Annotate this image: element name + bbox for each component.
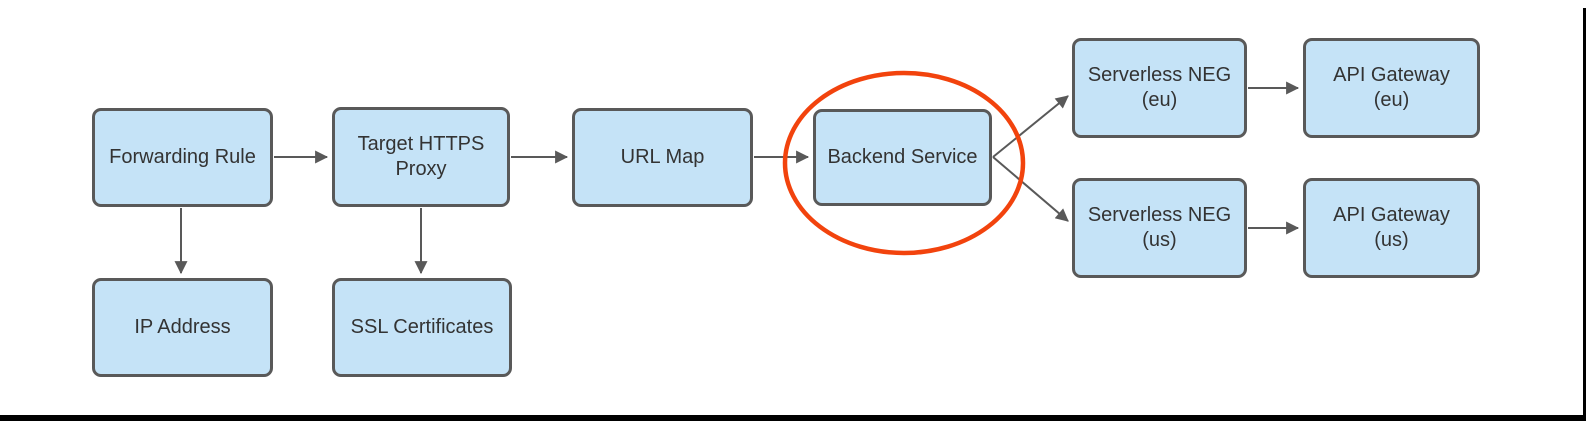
node-label: (us)	[1142, 229, 1177, 251]
node-ip-address: IP Address	[92, 278, 273, 377]
node-serverless-neg-us: Serverless NEG (us)	[1072, 178, 1247, 278]
node-forwarding-rule: Forwarding Rule	[92, 108, 273, 207]
node-target-https-proxy: Target HTTPS Proxy	[332, 107, 510, 207]
node-label: Backend Service	[827, 146, 978, 168]
node-label: (eu)	[1373, 89, 1410, 111]
frame-bottom-line	[0, 415, 1586, 421]
node-api-gateway-us: API Gateway (us)	[1303, 178, 1480, 278]
node-label: Serverless NEG	[1087, 204, 1232, 226]
frame-right-line	[1583, 8, 1586, 421]
edge-backend-service-to-serverless-neg-us	[992, 156, 1069, 222]
node-label: IP Address	[134, 316, 231, 338]
node-label: SSL Certificates	[350, 316, 494, 338]
node-label: URL Map	[620, 146, 705, 168]
node-api-gateway-eu: API Gateway (eu)	[1303, 38, 1480, 138]
node-label: Proxy	[395, 158, 447, 180]
node-label: (us)	[1374, 229, 1409, 251]
highlight-ellipse	[782, 70, 1026, 256]
node-url-map: URL Map	[572, 108, 753, 207]
edge-backend-service-to-serverless-neg-eu	[992, 95, 1069, 158]
node-backend-service: Backend Service	[813, 109, 992, 206]
node-serverless-neg-eu: Serverless NEG (eu)	[1072, 38, 1247, 138]
node-label: Target HTTPS	[357, 133, 485, 155]
node-label: (eu)	[1141, 89, 1178, 111]
node-label: Forwarding Rule	[109, 146, 256, 168]
node-label: API Gateway	[1333, 64, 1450, 86]
node-ssl-certificates: SSL Certificates	[332, 278, 512, 377]
node-label: API Gateway	[1333, 204, 1450, 226]
node-label: Serverless NEG	[1087, 64, 1232, 86]
